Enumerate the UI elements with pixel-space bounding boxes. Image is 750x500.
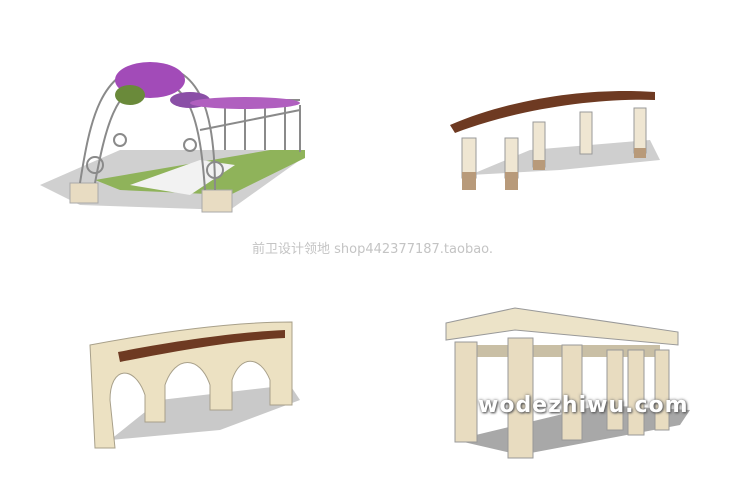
curved-wooden-pergola: [450, 90, 660, 190]
shop-watermark: 前卫设计领地 shop442377187.taobao.: [252, 242, 494, 257]
site-watermark: wodezhiwu.com: [478, 393, 689, 418]
arched-wall-pergola: [89, 321, 300, 449]
stone-column-pavilion: [445, 307, 690, 459]
flower-arch-pergola: [40, 62, 305, 213]
